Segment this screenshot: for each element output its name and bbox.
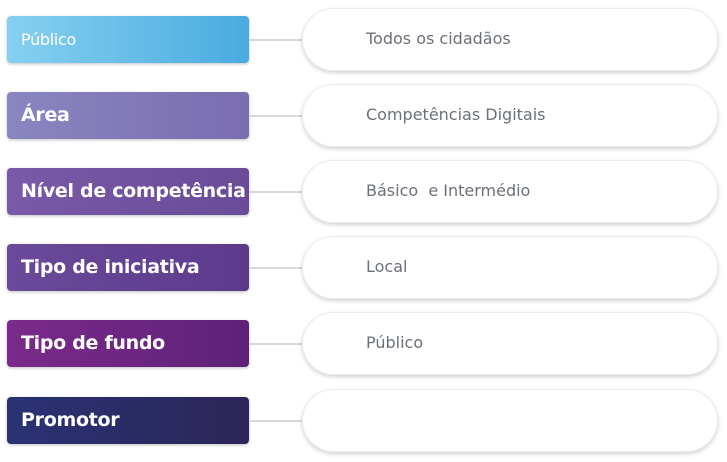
row-label: Promotor (7, 397, 249, 444)
row-label: Tipo de fundo (7, 320, 249, 367)
row-value: Básico e Intermédio (366, 181, 531, 200)
info-row: Tipo de iniciativa Local (0, 236, 727, 300)
info-row: Promotor (0, 389, 727, 453)
connector-line (249, 420, 305, 422)
value-box: Básico e Intermédio (302, 160, 718, 223)
value-box: Local (302, 236, 718, 299)
value-box: Público (302, 312, 718, 375)
connector-line (249, 191, 305, 193)
row-value: Local (366, 257, 408, 276)
info-row: Público Todos os cidadãos (0, 8, 727, 72)
connector-line (249, 115, 305, 117)
value-box: Competências Digitais (302, 84, 718, 147)
info-row: Área Competências Digitais (0, 84, 727, 148)
row-label: Público (7, 16, 249, 63)
row-value: Público (366, 333, 424, 352)
row-value: Todos os cidadãos (366, 29, 511, 48)
info-row: Tipo de fundo Público (0, 312, 727, 376)
connector-line (249, 267, 305, 269)
value-box: Todos os cidadãos (302, 8, 718, 71)
row-label: Tipo de iniciativa (7, 244, 249, 291)
connector-line (249, 343, 305, 345)
info-row: Nível de competência Básico e Intermédio (0, 160, 727, 224)
connector-line (249, 39, 305, 41)
row-value: Competências Digitais (366, 105, 546, 124)
value-box (302, 389, 718, 452)
row-label: Área (7, 92, 249, 139)
row-label: Nível de competência (7, 168, 249, 215)
